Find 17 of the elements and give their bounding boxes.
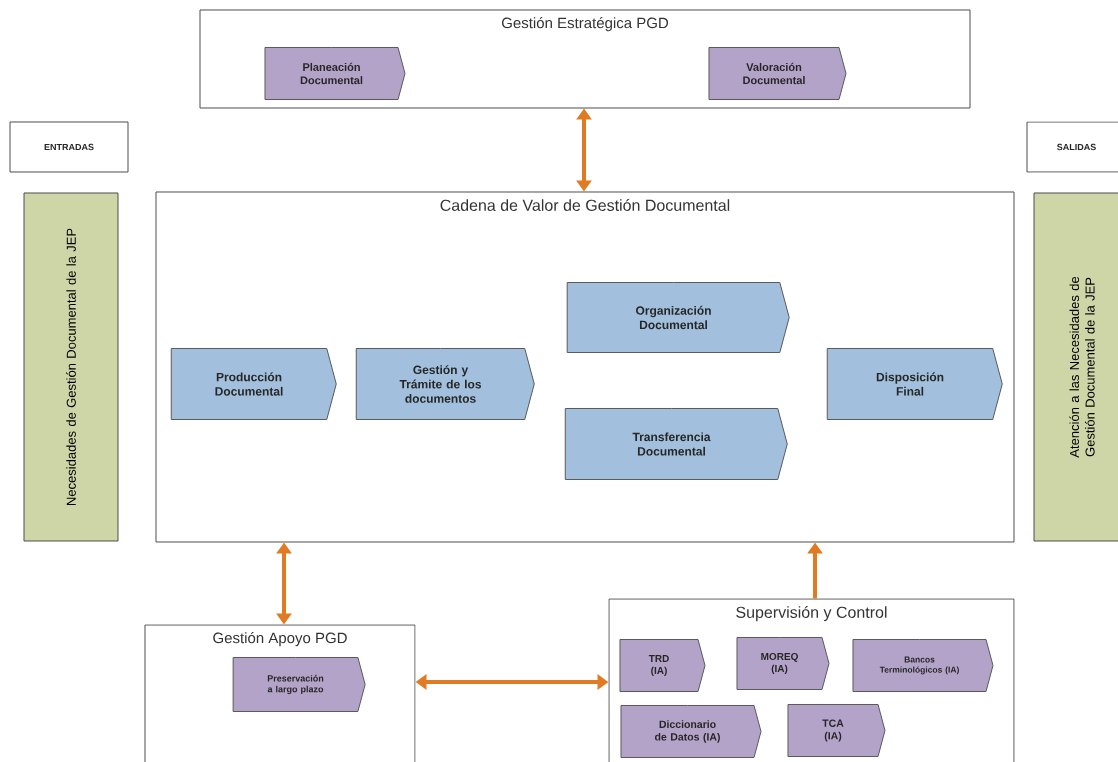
chevron-box: Preservación a largo plazo — [232, 657, 366, 712]
chevron-box: MOREQ (IA) — [736, 637, 830, 690]
vertical-bar: Atención a las Necesidades de Gestión Documental de la JEP — [1033, 192, 1118, 542]
process-step: Transferencia Documental — [564, 408, 788, 480]
label-box: SALIDAS — [1026, 121, 1118, 173]
process-step: Organización Documental — [566, 282, 790, 353]
label-box: ENTRADAS — [9, 121, 129, 173]
process-step: Gestión y Trámite de los documentos — [355, 348, 535, 420]
chevron-box: Bancos Terminológicos (IA) — [852, 639, 994, 692]
vertical-bar: Necesidades de Gestión Documental de la JEP — [23, 192, 119, 542]
process-step: Producción Documental — [170, 348, 337, 420]
process-step: Disposición Final — [826, 348, 1003, 420]
chevron-box: Diccionario de Datos (IA) — [620, 705, 762, 758]
chevron-box: Planeación Documental — [264, 47, 406, 100]
chevron-box: TRD (IA) — [619, 639, 706, 692]
chevron-box: Valoración Documental — [708, 47, 847, 100]
chevron-box: TCA (IA) — [787, 704, 886, 757]
